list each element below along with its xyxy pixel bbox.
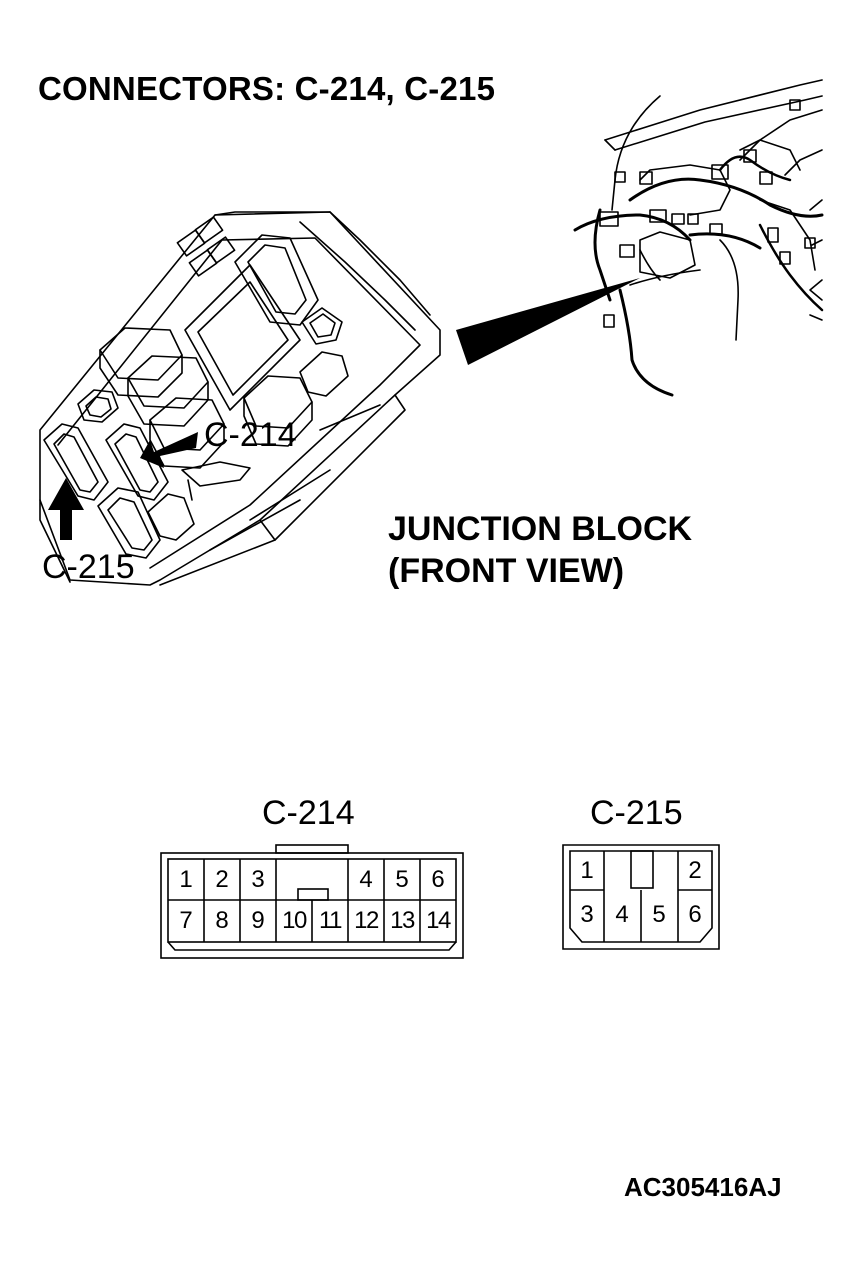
c214-callout-arrow [140, 432, 198, 468]
c214-connector-label: C-214 [262, 794, 355, 832]
c215-callout-label: C-215 [42, 548, 135, 586]
c214-pin: 8 [215, 907, 229, 934]
c214-pin: 9 [251, 907, 265, 934]
c214-callout-label: C-214 [204, 416, 297, 454]
c214-pin: 4 [359, 866, 373, 893]
c214-pin: 12 [354, 907, 379, 934]
c214-pin: 3 [251, 866, 265, 893]
dashboard-harness-drawing [573, 79, 824, 397]
c214-pin: 14 [426, 907, 451, 934]
c214-pin: 6 [431, 866, 445, 893]
c215-callout-arrow [48, 478, 84, 540]
c215-pin: 5 [652, 901, 666, 928]
c214-pin: 13 [390, 907, 415, 934]
figure-code: AC305416AJ [624, 1172, 782, 1202]
c215-connector-face [562, 844, 720, 950]
c215-connector-label: C-215 [590, 794, 683, 832]
c214-pin: 2 [215, 866, 229, 893]
c215-pin: 6 [688, 901, 702, 928]
c214-pin: 10 [282, 907, 307, 934]
location-pointer [456, 278, 640, 365]
junction-block-view: (FRONT VIEW) [388, 552, 625, 590]
c214-pin: 1 [179, 866, 193, 893]
page-title: CONNECTORS: C-214, C-215 [38, 70, 496, 107]
junction-block-drawing [39, 211, 441, 586]
c215-pin: 4 [615, 901, 629, 928]
c215-pin: 1 [580, 857, 594, 884]
c215-pin: 3 [580, 901, 594, 928]
c214-connector-face [160, 844, 464, 959]
c214-pin: 5 [395, 866, 409, 893]
junction-block-caption: JUNCTION BLOCK (FRONT VIEW) [388, 508, 692, 592]
c214-pin: 11 [319, 907, 342, 934]
c214-pin: 7 [179, 907, 193, 934]
junction-block-title: JUNCTION BLOCK [388, 510, 693, 548]
c215-pin: 2 [688, 857, 702, 884]
